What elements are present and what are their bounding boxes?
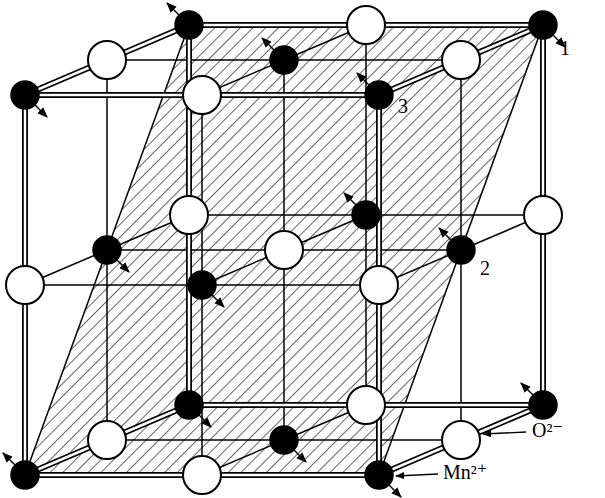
- lattice-line: [283, 250, 285, 440]
- cube-edge: [25, 92, 202, 98]
- o-ion: [183, 76, 221, 114]
- cube-edge: [22, 285, 28, 475]
- lattice-line: [189, 214, 366, 216]
- cube-edge: [25, 472, 202, 478]
- lattice-line: [366, 214, 543, 216]
- o-ion: [524, 196, 562, 234]
- o-ion: [88, 421, 126, 459]
- cube-edge: [22, 95, 28, 285]
- cube-edge: [378, 95, 381, 285]
- cube-edge: [186, 215, 192, 405]
- cube-edge: [366, 404, 543, 407]
- cube-edge: [376, 95, 382, 285]
- spin-arrow: [202, 285, 224, 307]
- lattice-line: [107, 439, 284, 441]
- ion-label: Mn²⁺: [443, 462, 487, 482]
- lattice-line: [284, 59, 461, 61]
- spin-arrow: [262, 38, 284, 60]
- o-ion: [183, 456, 221, 494]
- cube-edge: [186, 25, 192, 215]
- cube-edge: [189, 404, 366, 407]
- cube-edge: [366, 402, 543, 408]
- cube-edge: [189, 22, 366, 28]
- o-ion: [347, 6, 385, 44]
- leader-arrow: [396, 474, 438, 476]
- spin-arrow: [521, 383, 543, 405]
- spin-arrow: [189, 405, 211, 427]
- o-ion: [6, 266, 44, 304]
- cube-edge: [24, 95, 27, 285]
- cube-edge: [189, 402, 366, 408]
- cube-edge: [189, 24, 366, 27]
- lattice-line: [460, 250, 462, 440]
- cube-edge: [25, 474, 202, 477]
- lattice-line: [283, 60, 285, 250]
- cube-edge: [25, 94, 202, 97]
- spin-arrow: [284, 440, 306, 462]
- cube-edge: [366, 22, 543, 28]
- ion-label: O²⁻: [532, 420, 563, 440]
- lattice-line: [25, 284, 202, 286]
- spin-arrow: [379, 475, 401, 497]
- cube-edge: [542, 25, 545, 215]
- lattice-line: [107, 59, 284, 61]
- callout-number: 3: [398, 96, 408, 116]
- lattice-line: [365, 25, 367, 215]
- cube-edge: [202, 92, 379, 98]
- lattice-line: [106, 60, 108, 250]
- spin-arrow: [167, 3, 189, 25]
- lattice-line: [201, 95, 203, 285]
- cube-edge: [188, 25, 191, 215]
- lattice-line: [202, 284, 379, 286]
- o-ion: [347, 386, 385, 424]
- cube-edge: [24, 285, 27, 475]
- o-ion: [442, 421, 480, 459]
- cube-edge: [202, 474, 379, 477]
- cube-edge: [540, 215, 546, 405]
- o-ion: [442, 41, 480, 79]
- lattice-line: [284, 249, 461, 251]
- lattice-line: [284, 439, 461, 441]
- o-ion: [265, 231, 303, 269]
- leader-arrow: [483, 432, 526, 434]
- cube-edge: [202, 94, 379, 97]
- o-ion: [170, 196, 208, 234]
- spin-arrow: [357, 73, 379, 95]
- lattice-line: [460, 60, 462, 250]
- o-ion: [360, 266, 398, 304]
- callout-number: 2: [480, 258, 490, 278]
- lattice-line: [365, 215, 367, 405]
- o-ion: [88, 41, 126, 79]
- spin-arrow: [439, 228, 461, 250]
- hatched-plane: [25, 25, 543, 475]
- callout-number: 1: [560, 38, 570, 58]
- cube-edge: [202, 472, 379, 478]
- cube-edge: [540, 25, 546, 215]
- lattice-line: [201, 285, 203, 475]
- cube-edge: [366, 24, 543, 27]
- spin-arrow: [25, 95, 47, 117]
- spin-arrow: [3, 453, 25, 475]
- lattice-line: [107, 249, 284, 251]
- cube-edge: [542, 215, 545, 405]
- cube-edge: [188, 215, 191, 405]
- spin-arrow: [107, 250, 129, 272]
- lattice-line: [106, 250, 108, 440]
- cube-edge: [376, 285, 382, 475]
- cube-edge: [378, 285, 381, 475]
- spin-arrow: [344, 193, 366, 215]
